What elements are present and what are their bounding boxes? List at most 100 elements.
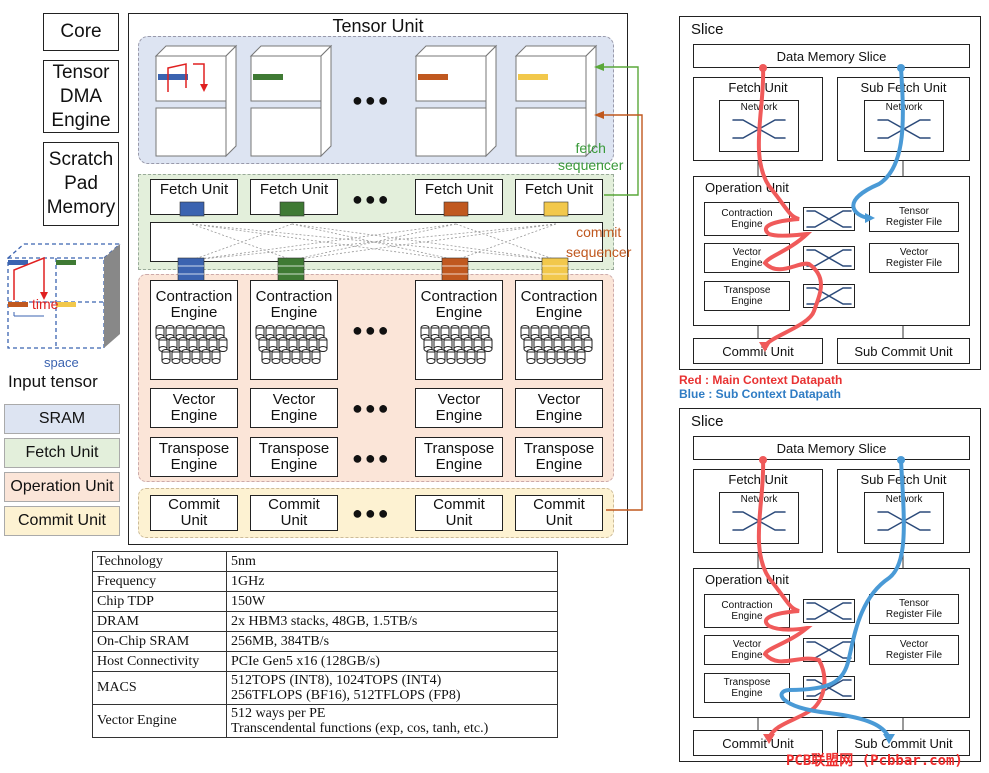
sub-fetch-unit-label: Sub Fetch Unit bbox=[860, 472, 947, 487]
tensor-unit-title: Tensor Unit bbox=[332, 16, 424, 36]
commit-unit-1: Commit Unit bbox=[150, 495, 238, 531]
commit-ellipsis: ●●● bbox=[352, 503, 391, 523]
tensor-register-file-box: Tensor Register File bbox=[869, 202, 959, 232]
vector-register-file-box: Vector Register File bbox=[869, 243, 959, 273]
spec-key: Host Connectivity bbox=[92, 651, 227, 672]
scratch-pad-box: Scratch Pad Memory bbox=[43, 142, 119, 226]
spec-value: 5nm bbox=[226, 551, 558, 572]
spec-value: 2x HBM3 stacks, 48GB, 1.5TB/s bbox=[226, 611, 558, 632]
switch-box-2 bbox=[803, 638, 855, 662]
data-memory-slice: Data Memory Slice bbox=[693, 436, 970, 460]
spec-key: Vector Engine bbox=[92, 704, 227, 738]
vector-engine-box: Vector Engine bbox=[704, 635, 790, 665]
switch-box-3 bbox=[803, 676, 855, 700]
sub-fetch-unit-label: Sub Fetch Unit bbox=[860, 80, 947, 95]
vector-engine-1: Vector Engine bbox=[150, 388, 238, 428]
spec-value-line: 1GHz bbox=[231, 574, 265, 589]
legend-fetch: Fetch Unit bbox=[4, 438, 120, 468]
commit-unit-4: Commit Unit bbox=[515, 495, 603, 531]
vector-engine-box: Vector Engine bbox=[704, 243, 790, 273]
contraction-engine-label: Contraction Engine bbox=[155, 288, 233, 321]
slice-title: Slice bbox=[691, 413, 724, 430]
spec-value: PCIe Gen5 x16 (128GB/s) bbox=[226, 651, 558, 672]
operation-unit-label: Operation Unit bbox=[705, 180, 789, 195]
operation-unit-label: Operation Unit bbox=[705, 572, 789, 587]
core-label: Core bbox=[60, 21, 102, 42]
contraction-engine-label: Contraction Engine bbox=[420, 288, 498, 321]
fetch-stacks bbox=[179, 201, 569, 217]
spec-key: Chip TDP bbox=[92, 591, 227, 612]
commit-unit-label: Commit Unit bbox=[268, 496, 320, 529]
transpose-engine-4: Transpose Engine bbox=[515, 437, 603, 477]
commit-unit-label: Commit Unit bbox=[433, 496, 485, 529]
legend-operation-label: Operation Unit bbox=[10, 478, 114, 495]
commit-unit-3: Commit Unit bbox=[415, 495, 503, 531]
vector-engine-4: Vector Engine bbox=[515, 388, 603, 428]
spec-value-line: 2x HBM3 stacks, 48GB, 1.5TB/s bbox=[231, 614, 418, 629]
transpose-engine-label: Transpose Engine bbox=[523, 440, 595, 473]
vector-ellipsis: ●●● bbox=[352, 398, 391, 418]
network-label: Network bbox=[885, 494, 923, 505]
fetch-ellipsis: ●●● bbox=[352, 189, 391, 209]
contraction-engine-box: Contraction Engine bbox=[704, 594, 790, 628]
fetch-unit-label: Fetch Unit bbox=[524, 181, 594, 198]
legend-main-datapath: Red : Main Context Datapath bbox=[679, 373, 843, 387]
transpose-engine-1: Transpose Engine bbox=[150, 437, 238, 477]
contraction-engine-label: Contraction Engine bbox=[520, 288, 598, 321]
fetch-unit-4: Fetch Unit bbox=[515, 179, 603, 215]
transpose-engine-2: Transpose Engine bbox=[250, 437, 338, 477]
transpose-ellipsis: ●●● bbox=[352, 448, 391, 468]
spec-value-line: PCIe Gen5 x16 (128GB/s) bbox=[231, 654, 380, 669]
spec-value: 1GHz bbox=[226, 571, 558, 592]
legend-sub-datapath: Blue : Sub Context Datapath bbox=[679, 387, 842, 401]
contraction-engine-label: Contraction Engine bbox=[255, 288, 333, 321]
legend-operation: Operation Unit bbox=[4, 472, 120, 502]
network-label: Network bbox=[740, 102, 778, 113]
data-memory-slice: Data Memory Slice bbox=[693, 44, 970, 68]
switch-box-1 bbox=[803, 599, 855, 623]
transpose-engine-box: Transpose Engine bbox=[704, 281, 790, 311]
switch-box-1 bbox=[803, 207, 855, 231]
legend-sram: SRAM bbox=[4, 404, 120, 434]
tensor-register-file-box: Tensor Register File bbox=[869, 594, 959, 624]
watermark: PCB联盟网 (Pcbbar.com) bbox=[786, 753, 963, 769]
commit-unit-label: Commit Unit bbox=[168, 496, 220, 529]
core-box: Core bbox=[43, 13, 119, 51]
spec-value: 512TOPS (INT8), 1024TOPS (INT4)256TFLOPS… bbox=[226, 671, 558, 705]
transpose-engine-box: Transpose Engine bbox=[704, 673, 790, 703]
vector-engine-label: Vector Engine bbox=[270, 391, 318, 424]
space-label: space bbox=[44, 355, 79, 370]
spec-value-line: Transcendental functions (exp, cos, tanh… bbox=[231, 721, 489, 736]
scratch-pad-label: Scratch Pad Memory bbox=[46, 149, 116, 218]
sram-ellipsis: ●●● bbox=[352, 90, 391, 110]
input-tensor-label: Input tensor bbox=[8, 372, 98, 391]
spec-key: DRAM bbox=[92, 611, 227, 632]
network-label: Network bbox=[740, 494, 778, 505]
sequencer-arrows bbox=[594, 63, 643, 511]
spec-key: Technology bbox=[92, 551, 227, 572]
spec-key: On-Chip SRAM bbox=[92, 631, 227, 652]
legend-commit-label: Commit Unit bbox=[17, 512, 106, 529]
vector-engine-3: Vector Engine bbox=[415, 388, 503, 428]
vector-engine-label: Vector Engine bbox=[435, 391, 483, 424]
fetch-unit-label: Fetch Unit bbox=[424, 181, 494, 198]
spec-key: Frequency bbox=[92, 571, 227, 592]
contraction-engine-box: Contraction Engine bbox=[704, 202, 790, 236]
spec-value-line: 512TOPS (INT8), 1024TOPS (INT4) bbox=[231, 673, 442, 688]
fetch-unit-label: Fetch Unit bbox=[728, 472, 788, 487]
network-label: Network bbox=[885, 102, 923, 113]
vector-engine-label: Vector Engine bbox=[170, 391, 218, 424]
fetch-unit-label: Fetch Unit bbox=[159, 181, 229, 198]
legend-commit: Commit Unit bbox=[4, 506, 120, 536]
fetch-unit-label: Fetch Unit bbox=[259, 181, 329, 198]
switch-box-3 bbox=[803, 284, 855, 308]
input-tensor-cube bbox=[7, 243, 121, 349]
spec-value-line: 150W bbox=[231, 594, 266, 609]
commit-unit-2: Commit Unit bbox=[250, 495, 338, 531]
